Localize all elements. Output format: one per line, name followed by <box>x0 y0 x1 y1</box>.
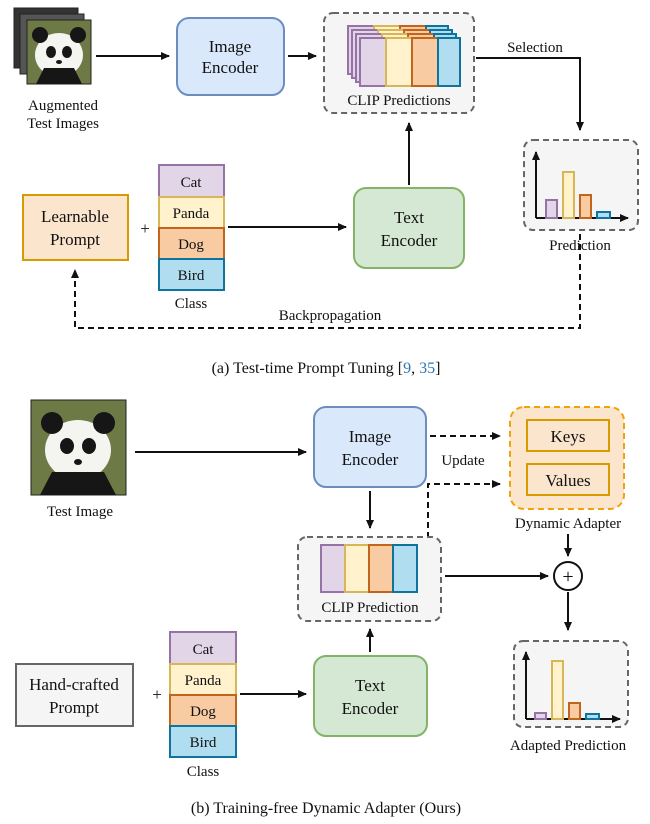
hand-crafted-prompt-box <box>15 663 134 727</box>
adapted-prediction-histogram <box>522 651 621 723</box>
class-label-top: Class <box>175 296 208 312</box>
image-encoder-label-1: Image <box>209 37 251 56</box>
caption-a-sep: , <box>411 360 419 377</box>
image-encoder-box-bottom <box>313 406 427 488</box>
image-encoder-box-top <box>176 17 285 96</box>
class-cat-top: Cat <box>181 175 203 191</box>
update-label: Update <box>441 453 485 469</box>
caption-a-ref2: 35 <box>419 360 435 377</box>
clip-predictions-label: CLIP Predictions <box>347 93 450 109</box>
class-panda-bottom: Panda <box>185 673 222 689</box>
image-encoder-label-b1: Image <box>349 427 391 446</box>
augmented-label-1: Augmented <box>28 98 98 114</box>
caption-a: (a) Test-time Prompt Tuning [9, 35] <box>212 360 441 377</box>
panda-image-bottom <box>30 399 127 496</box>
caption-a-prefix: (a) Test-time Prompt Tuning [ <box>212 360 403 377</box>
text-encoder-box-bottom <box>313 655 428 737</box>
adapted-prediction-box <box>513 640 629 728</box>
clip-prediction-label: CLIP Prediction <box>321 600 419 616</box>
caption-a-ref1: 9 <box>403 360 411 377</box>
class-stack-top <box>158 164 225 291</box>
keys-box <box>526 419 610 452</box>
class-bird-bottom: Bird <box>190 735 217 751</box>
text-encoder-label-1: Text <box>394 208 424 227</box>
class-dog-bottom: Dog <box>190 704 216 720</box>
prediction-histogram-top <box>532 151 629 222</box>
class-cat-bottom: Cat <box>193 642 215 658</box>
hand-crafted-label-1: Hand-crafted <box>29 675 119 694</box>
augmented-label-2: Test Images <box>27 116 99 132</box>
class-label-bottom: Class <box>187 764 220 780</box>
plus-sign-bottom: + <box>152 685 162 704</box>
image-encoder-label-2: Encoder <box>202 58 259 77</box>
text-encoder-label-2: Encoder <box>381 231 438 250</box>
backprop-label: Backpropagation <box>279 308 382 324</box>
image-encoder-label-b2: Encoder <box>342 450 399 469</box>
sum-circle <box>553 561 583 591</box>
caption-b: (b) Training-free Dynamic Adapter (Ours) <box>191 800 461 817</box>
selection-arrow <box>476 57 584 131</box>
plus-sign-top: + <box>140 219 150 238</box>
caption-a-suffix: ] <box>435 360 440 377</box>
class-bird-top: Bird <box>178 268 205 284</box>
values-label: Values <box>545 471 590 490</box>
hand-crafted-label-2: Prompt <box>49 698 99 717</box>
augmented-images <box>13 7 92 85</box>
class-panda-top: Panda <box>173 206 210 222</box>
text-encoder-box-top <box>353 187 465 269</box>
clip-prediction-stack <box>347 25 461 87</box>
class-stack-bottom <box>169 631 237 758</box>
test-image-label: Test Image <box>47 504 113 520</box>
learnable-prompt-label-2: Prompt <box>50 230 100 249</box>
selection-label: Selection <box>507 40 563 56</box>
clip-prediction-bars-bottom <box>320 544 418 593</box>
learnable-prompt-box <box>22 194 129 261</box>
panda-image-top <box>26 19 92 85</box>
values-box <box>526 463 610 496</box>
update-arrow-2 <box>427 480 501 538</box>
text-encoder-label-b2: Encoder <box>342 699 399 718</box>
keys-label: Keys <box>551 427 586 446</box>
sum-plus: + <box>562 566 573 588</box>
class-dog-top: Dog <box>178 237 204 253</box>
dynamic-adapter-label: Dynamic Adapter <box>515 516 621 532</box>
text-encoder-label-b1: Text <box>355 676 385 695</box>
adapted-prediction-label: Adapted Prediction <box>510 738 627 754</box>
learnable-prompt-label-1: Learnable <box>41 207 109 226</box>
